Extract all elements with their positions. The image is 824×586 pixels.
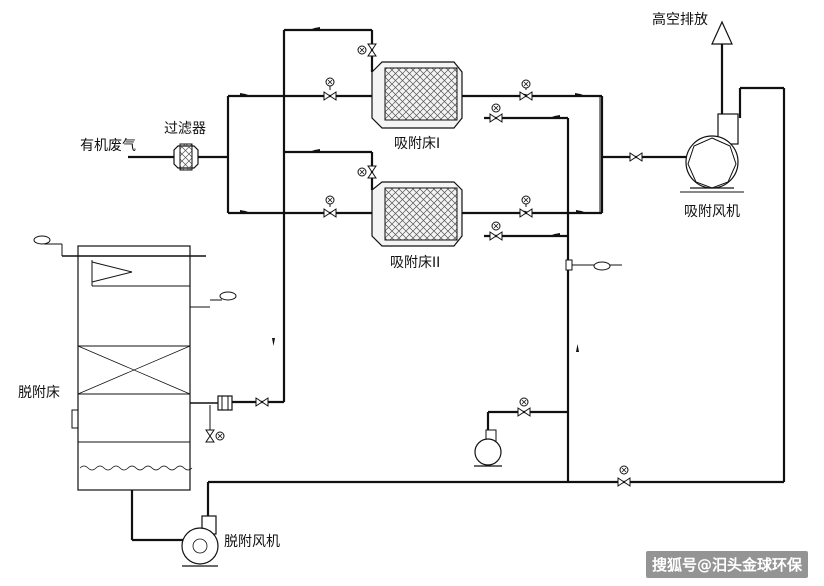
valve-actuators: [215, 45, 629, 475]
exhaust-stack: [711, 20, 733, 45]
spray-heads: [33, 235, 611, 301]
desorption-fan: [181, 515, 219, 567]
label-bed2: 吸附床II: [390, 255, 441, 271]
label-desorption-fan: 脱附风机: [224, 534, 280, 550]
adsorption-bed-2: [371, 181, 463, 247]
label-organic-gas: 有机废气: [80, 138, 136, 154]
circulation-pump: [474, 429, 502, 467]
filter-unit: [173, 143, 199, 171]
label-bed1: 吸附床I: [394, 136, 441, 152]
adsorption-bed-1: [371, 61, 463, 129]
watermark: 搜狐号@汨头金球环保: [645, 551, 808, 578]
desorption-bed: [62, 245, 206, 491]
label-filter: 过滤器: [164, 121, 206, 137]
main-piping: [128, 28, 786, 542]
adsorption-fan: [680, 113, 744, 193]
label-high-exhaust: 高空排放: [652, 12, 708, 28]
label-adsorption-fan: 吸附风机: [684, 204, 740, 220]
label-desorption-bed: 脱附床: [18, 385, 60, 401]
heat-exchanger: [190, 395, 233, 411]
